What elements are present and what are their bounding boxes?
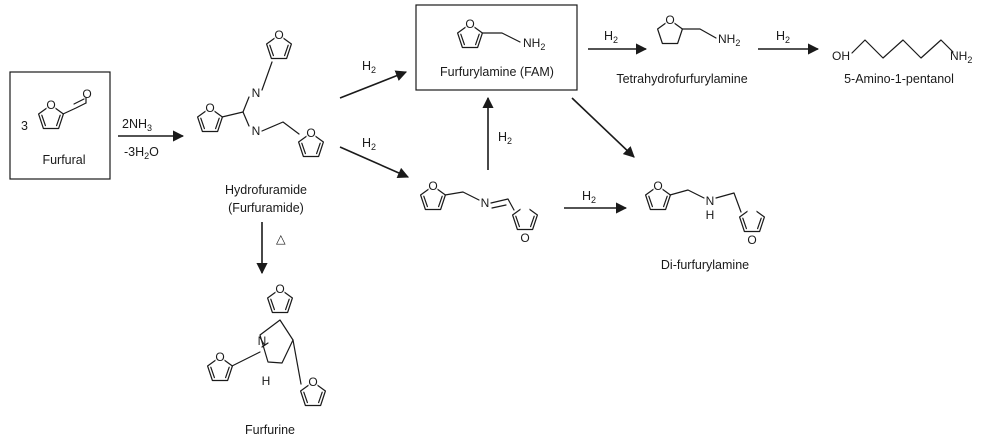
furfurylamine-box xyxy=(415,4,578,91)
difurfurylamine-label: Di-furfurylamine xyxy=(661,258,749,272)
ring-oxygen-label: O xyxy=(653,179,662,193)
aldehyde-oxygen-label: O xyxy=(82,87,91,101)
amine-subscript: 2 xyxy=(540,42,545,52)
ring-oxygen-label: O xyxy=(306,126,315,140)
hydrofuramide-structure: O O O N N Hydrofuramide (Furfuramide) xyxy=(197,27,324,215)
furfuramide-label: (Furfuramide) xyxy=(228,201,304,215)
aminopentanol-label: 5-Amino-1-pentanol xyxy=(844,72,954,86)
furfurine-label: Furfurine xyxy=(245,423,295,437)
imine-to-difurfurylamine-step: H2 xyxy=(564,189,628,214)
amine-subscript: 2 xyxy=(735,38,740,48)
amine-group-label: NH2 xyxy=(718,32,740,48)
ring-oxygen-label: O xyxy=(665,13,674,27)
heat-rearrangement-step: △ xyxy=(256,222,286,275)
furfurine-nitrogen-label: N xyxy=(258,334,267,348)
hydrogen-subscript: 2 xyxy=(507,136,512,146)
ring-opening-step: H2 xyxy=(758,29,820,55)
ring-oxygen-label: O xyxy=(428,179,437,193)
hydrogen-subscript: 2 xyxy=(371,65,376,75)
hydrogen-subscript: 2 xyxy=(591,195,596,205)
ring-oxygen-label: O xyxy=(747,233,756,247)
furfural-structure: 3 O O Furfural xyxy=(9,71,111,180)
ring-oxygen-label: O xyxy=(274,28,283,42)
ring-oxygen-label: O xyxy=(275,282,284,296)
furan-ring xyxy=(738,200,766,233)
hydrogen-label: H2 xyxy=(776,29,790,45)
secondary-amine-nitrogen-label: N xyxy=(706,194,715,208)
imine-nitrogen-label: N xyxy=(252,86,261,100)
furfurylamine-structure: O NH2 Furfurylamine (FAM) xyxy=(415,4,578,91)
amine-group-label: NH2 xyxy=(950,49,972,65)
hydrogenation-to-imine-step: H2 xyxy=(339,136,410,179)
secondary-amine-hydrogen-label: H xyxy=(706,208,715,222)
hydrogen-subscript: 2 xyxy=(785,35,790,45)
ring-oxygen-label: O xyxy=(205,101,214,115)
fam-hydrogenation-step: H2 xyxy=(588,29,648,55)
furfurine-nh-label: H xyxy=(262,374,271,388)
ring-oxygen-label: O xyxy=(308,375,317,389)
heat-symbol: △ xyxy=(276,232,286,246)
imine-nitrogen-label: N xyxy=(481,196,490,210)
furfural-label: Furfural xyxy=(42,153,85,167)
arrow-hydrofuramide-to-imine xyxy=(339,146,410,179)
water-oxygen: O xyxy=(149,145,159,159)
ring-oxygen-label: O xyxy=(46,98,55,112)
hydrogenation-to-fam-step: H2 xyxy=(339,59,408,99)
amine-subscript: 2 xyxy=(967,55,972,65)
imine-nitrogen-label: N xyxy=(252,124,261,138)
ring-oxygen-label: O xyxy=(465,17,474,31)
arrow-fam-to-difurfurylamine xyxy=(571,97,635,158)
hydrogen-label: H2 xyxy=(362,136,376,152)
aminopentanol-structure: OH NH2 5-Amino-1-pentanol xyxy=(832,39,972,86)
imine-structure: O O N xyxy=(420,178,539,245)
water-loss-label: -3H2O xyxy=(124,145,159,161)
ammonia-reagent-label: 2NH3 xyxy=(122,117,152,133)
imine-hydrogenation-step: H2 xyxy=(482,96,512,170)
hydrogen-subscript: 2 xyxy=(613,35,618,45)
thfa-structure: O NH2 Tetrahydrofurfurylamine xyxy=(616,12,748,86)
ammonia-condensation-step: 2NH3 -3H2O xyxy=(118,117,185,161)
thfa-label: Tetrahydrofurfurylamine xyxy=(616,72,747,86)
arrow-hydrofuramide-to-fam xyxy=(339,70,408,99)
hydrogen-label: H2 xyxy=(362,59,376,75)
ammonia-subscript: 3 xyxy=(147,123,152,133)
difurfurylamine-structure: O O N H Di-furfurylamine xyxy=(644,178,766,272)
amine-group-label: NH2 xyxy=(523,36,545,52)
furan-ring xyxy=(511,198,539,231)
ring-oxygen-label: O xyxy=(215,350,224,364)
hydrogen-label: H2 xyxy=(582,189,596,205)
hydrofuramide-label: Hydrofuramide xyxy=(225,183,307,197)
water-subscript: 2 xyxy=(144,151,149,161)
furfurylamine-label: Furfurylamine (FAM) xyxy=(440,65,554,79)
ring-oxygen-label: O xyxy=(520,231,529,245)
furfurine-structure: O O O N H Furfurine xyxy=(207,281,326,437)
hydrogen-label: H2 xyxy=(498,130,512,146)
hydrogen-subscript: 2 xyxy=(371,142,376,152)
hydroxyl-label: OH xyxy=(832,49,850,63)
hydrogen-label: H2 xyxy=(604,29,618,45)
furfural-coefficient: 3 xyxy=(21,119,28,133)
